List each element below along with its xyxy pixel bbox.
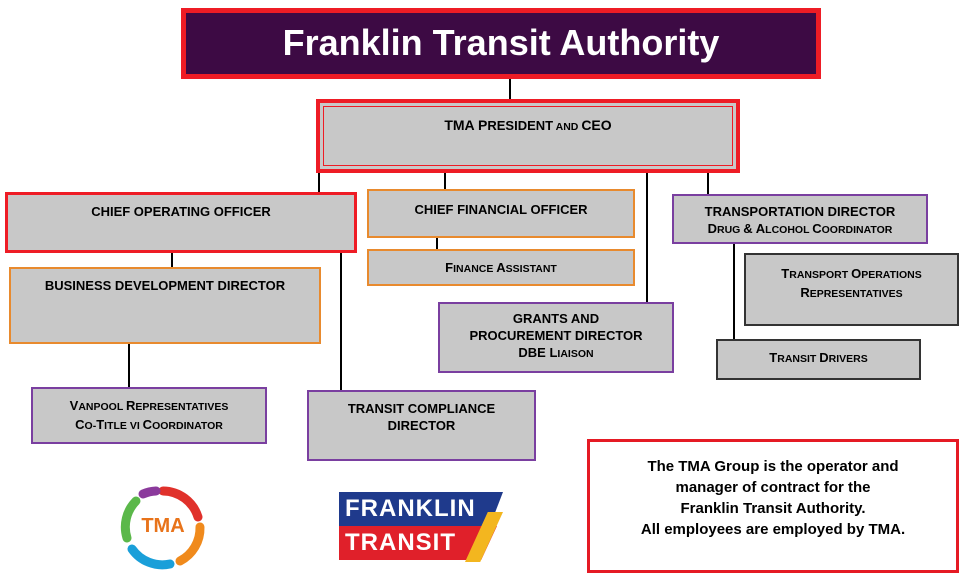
coo-box: CHIEF OPERATING OFFICER <box>5 192 357 253</box>
franklin-logo-top: FRANKLIN <box>339 492 503 526</box>
transportation-director-label: TRANSPORTATION DIRECTOR <box>704 204 896 219</box>
vanpool-representatives-box: VANPOOL REPRESENTATIVES CO-TITLE VI COOR… <box>31 387 267 444</box>
finance-assistant-box: FINANCE ASSISTANT <box>367 249 635 286</box>
connector-line <box>128 343 130 388</box>
cfo-label: CHIEF FINANCIAL OFFICER <box>414 202 588 217</box>
note-line3: Franklin Transit Authority. <box>680 500 866 517</box>
transit-compliance-director-box: TRANSIT COMPLIANCE DIRECTOR <box>307 390 536 461</box>
vanpool-label-line1: VANPOOL REPRESENTATIVES <box>69 398 229 413</box>
compliance-label-line1: TRANSIT COMPLIANCE <box>347 401 496 416</box>
cfo-box: CHIEF FINANCIAL OFFICER <box>367 189 635 238</box>
connector-line <box>509 79 511 101</box>
connector-line <box>171 251 173 268</box>
vanpool-label-line2: CO-TITLE VI COORDINATOR <box>75 417 223 432</box>
franklin-logo-bottom: TRANSIT <box>339 526 497 560</box>
note-line2: manager of contract for the <box>675 479 871 496</box>
ops-reps-label-line1: TRANSPORT OPERATIONS <box>781 266 922 281</box>
transit-drivers-label: TRANSIT DRIVERS <box>769 350 868 365</box>
connector-line <box>707 173 709 195</box>
grants-label-line3: DBE LIAISON <box>518 345 594 360</box>
connector-line <box>444 173 446 189</box>
operator-note-box: The TMA Group is the operator and manage… <box>587 439 959 573</box>
grants-label-line1: GRANTS AND <box>512 311 600 326</box>
ceo-box: TMA PRESIDENT AND CEO <box>316 99 740 173</box>
connector-line <box>340 251 342 391</box>
connector-line <box>646 173 648 303</box>
coo-label: CHIEF OPERATING OFFICER <box>91 204 271 219</box>
drug-alcohol-coordinator-label: DRUG & ALCOHOL COORDINATOR <box>707 221 893 236</box>
grants-label-line2: PROCUREMENT DIRECTOR <box>469 328 643 343</box>
transport-operations-representatives-box: TRANSPORT OPERATIONS REPRESENTATIVES <box>744 253 959 326</box>
compliance-label-line2: DIRECTOR <box>387 418 456 433</box>
tma-logo: TMA <box>118 483 208 573</box>
franklin-logo-line1: FRANKLIN <box>345 495 476 522</box>
note-line4: All employees are employed by TMA. <box>640 521 906 538</box>
ops-reps-label-line2: REPRESENTATIVES <box>800 285 903 300</box>
transit-drivers-box: TRANSIT DRIVERS <box>716 339 921 380</box>
connector-line <box>318 173 320 193</box>
connector-line <box>436 237 438 250</box>
franklin-transit-logo: FRANKLIN TRANSIT <box>339 492 503 562</box>
finance-assistant-label: FINANCE ASSISTANT <box>445 260 557 275</box>
business-development-director-box: BUSINESS DEVELOPMENT DIRECTOR <box>9 267 321 344</box>
note-line1: The TMA Group is the operator and <box>647 458 899 475</box>
ceo-label: TMA PRESIDENT AND CEO <box>444 117 612 133</box>
bdd-label: BUSINESS DEVELOPMENT DIRECTOR <box>44 278 286 293</box>
org-chart-title: Franklin Transit Authority <box>181 8 821 79</box>
franklin-logo-line2: TRANSIT <box>345 529 456 556</box>
connector-line <box>733 243 735 340</box>
grants-procurement-director-box: GRANTS AND PROCUREMENT DIRECTOR DBE LIAI… <box>438 302 674 373</box>
tma-logo-text: TMA <box>141 515 185 537</box>
tma-logo-ring-icon <box>120 486 205 570</box>
transportation-director-box: TRANSPORTATION DIRECTOR DRUG & ALCOHOL C… <box>672 194 928 244</box>
